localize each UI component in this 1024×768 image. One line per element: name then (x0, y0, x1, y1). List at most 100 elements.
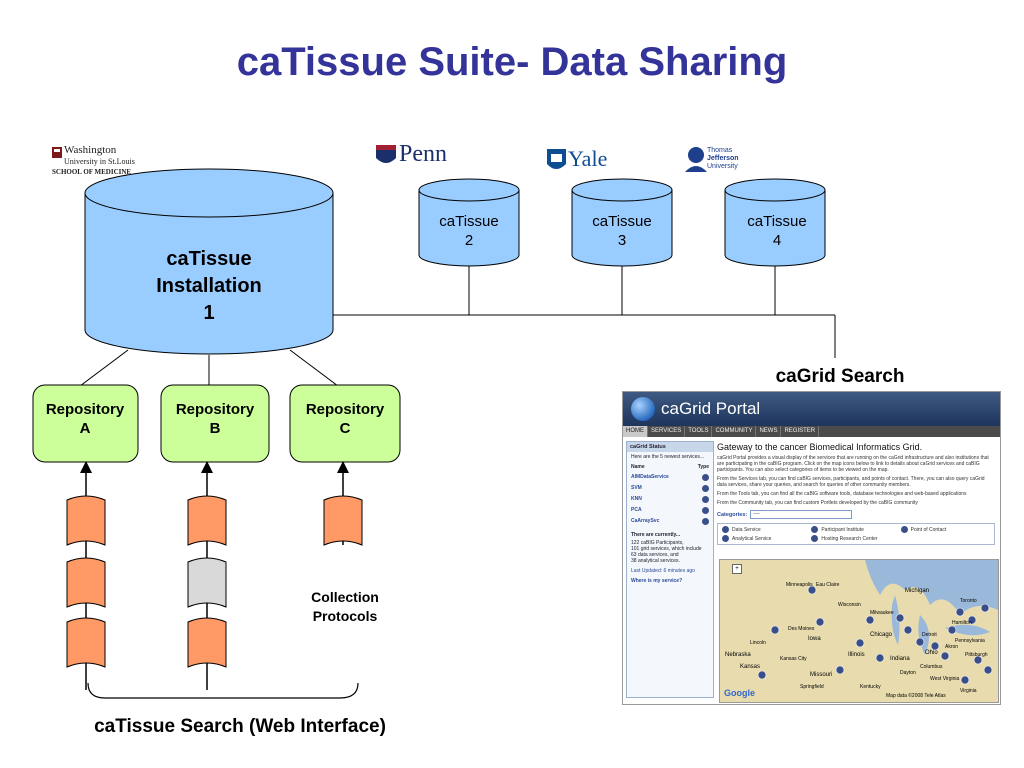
repository-c-label: Repository C (295, 400, 395, 438)
legend-item: Hosting Research Center (811, 535, 900, 542)
yale-logo: Yale (568, 146, 608, 171)
remote-cylinder-4 (724, 178, 826, 267)
jefferson-logo-line3: University (707, 163, 738, 170)
installation-label-line3: 1 (203, 302, 215, 324)
nav-register[interactable]: REGISTER (781, 426, 820, 437)
map-label: Kansas (740, 664, 761, 670)
data-service-icon (722, 526, 729, 533)
nav-news[interactable]: NEWS (756, 426, 782, 437)
nav-home[interactable]: HOME (623, 426, 648, 437)
currently-line: 101 grid services, which include (631, 546, 702, 552)
remote-db-3-line1: caTissue (592, 213, 652, 230)
map-label: Dayton (900, 670, 916, 676)
institute-icon (811, 526, 819, 533)
jefferson-silhouette-icon (685, 147, 707, 172)
repository-b-box (160, 384, 270, 463)
legend-label: Point of Contact (910, 526, 947, 533)
map-label: Toronto (960, 598, 977, 604)
service-name[interactable]: CaArraySvc (631, 518, 660, 524)
map-label: Nebraska (725, 652, 751, 658)
service-row[interactable]: PCA (627, 505, 713, 516)
service-name[interactable]: SVM (631, 485, 642, 491)
last-updated: Last Updated: 6 minutes ago (631, 568, 695, 574)
map-label: Hamilton (952, 620, 972, 626)
washington-crest-icon (52, 147, 62, 158)
protocol-documents (66, 495, 363, 668)
cagrid-search-label: caGrid Search (775, 366, 905, 387)
map-label: Chicago (870, 632, 893, 638)
repository-a-label: Repository A (35, 400, 135, 438)
research-center-icon (811, 535, 819, 542)
contact-icon (900, 526, 908, 533)
legend-item: Point of Contact (900, 526, 990, 533)
repository-a-line2: A (79, 420, 91, 437)
globe-icon (631, 397, 655, 421)
installation-cylinder (84, 168, 334, 355)
remote-db-4-line2: 4 (772, 232, 782, 249)
remote-db-4-line1: caTissue (747, 213, 807, 230)
col-type: Type (697, 464, 709, 470)
jefferson-logo-line1: Thomas (707, 147, 733, 154)
service-row[interactable]: AIMDataService (627, 472, 713, 483)
map-label: Springfield (800, 684, 824, 690)
categories-select[interactable]: ---- (750, 510, 853, 519)
map-label: Kansas City (780, 656, 807, 662)
catissue-search-label: caTissue Search (Web Interface) (94, 716, 386, 737)
repository-a-line1: Repository (45, 401, 125, 418)
legend-label: Participant Institute (821, 526, 864, 533)
gateway-heading: Gateway to the cancer Biomedical Informa… (717, 442, 923, 452)
remote-db-2-label: caTissue 2 (424, 212, 514, 250)
service-row[interactable]: KNN (627, 494, 713, 505)
categories-row: Categories: ---- (717, 510, 995, 519)
portal-main: Gateway to the cancer Biomedical Informa… (717, 442, 995, 545)
nav-services[interactable]: SERVICES (648, 426, 686, 437)
map-label: Milwaukee (870, 610, 894, 616)
legend-item: Analytical Service (722, 535, 811, 542)
washington-school: SCHOOL OF MEDICINE (52, 168, 132, 176)
portal-brand: caGrid Portal (661, 399, 761, 418)
portal-nav: HOME SERVICES TOOLS COMMUNITY NEWS REGIS… (623, 426, 1000, 437)
service-row[interactable]: SVM (627, 483, 713, 494)
repository-b-line1: Repository (175, 401, 255, 418)
google-logo: Google (724, 688, 755, 698)
col-name: Name (631, 464, 645, 470)
analytical-service-icon (702, 507, 709, 514)
remote-db-4-label: caTissue 4 (732, 212, 822, 250)
repository-c-line2: C (339, 420, 351, 437)
map-zoom-control[interactable]: + (732, 564, 742, 574)
legend-label: Hosting Research Center (821, 535, 878, 542)
repository-b-line2: B (209, 420, 221, 437)
data-service-icon (702, 474, 709, 481)
remote-cylinder-2 (418, 178, 520, 267)
installation-label-line2: Installation (156, 275, 262, 297)
jefferson-logo-line2: Jefferson (707, 155, 739, 162)
data-service-icon (702, 518, 709, 525)
nav-community[interactable]: COMMUNITY (712, 426, 757, 437)
service-name[interactable]: AIMDataService (631, 474, 669, 480)
nav-tools[interactable]: TOOLS (685, 426, 713, 437)
services-paragraph: From the Services tab, you can find caBI… (717, 476, 985, 488)
status-panel: caGrid Status Here are the 5 newest serv… (626, 441, 714, 698)
jefferson-logo: Thomas Jefferson University (707, 147, 739, 171)
map-label: Missouri (810, 672, 833, 678)
collection-line2: Protocols (312, 608, 378, 624)
legend-item: Data Service (722, 526, 811, 533)
status-intro: Here are the 5 newest services... (631, 454, 705, 460)
legend-label: Analytical Service (732, 535, 772, 542)
page-title: caTissue Suite- Data Sharing (236, 40, 788, 84)
map-label: Eau Claire (816, 582, 840, 588)
intro-paragraph: caGrid Portal provides a visual display … (717, 455, 989, 473)
yale-shield-icon (547, 149, 566, 169)
map-copyright: Map data ©2008 Tele Atlas (886, 693, 946, 699)
service-name[interactable]: KNN (631, 496, 642, 502)
service-name[interactable]: PCA (631, 507, 642, 513)
repository-c-line1: Repository (305, 401, 385, 418)
map-label: West Virginia (930, 676, 960, 682)
network-lines (79, 265, 836, 387)
where-service-link[interactable]: Where is my service? (631, 578, 683, 584)
service-row[interactable]: CaArraySvc (627, 516, 713, 527)
status-header: caGrid Status (627, 442, 713, 452)
service-map[interactable]: Minneapolis Eau Claire Wisconsin Michiga… (719, 559, 999, 703)
penn-logo: Penn (399, 141, 447, 167)
map-label: Detroit (922, 632, 937, 638)
